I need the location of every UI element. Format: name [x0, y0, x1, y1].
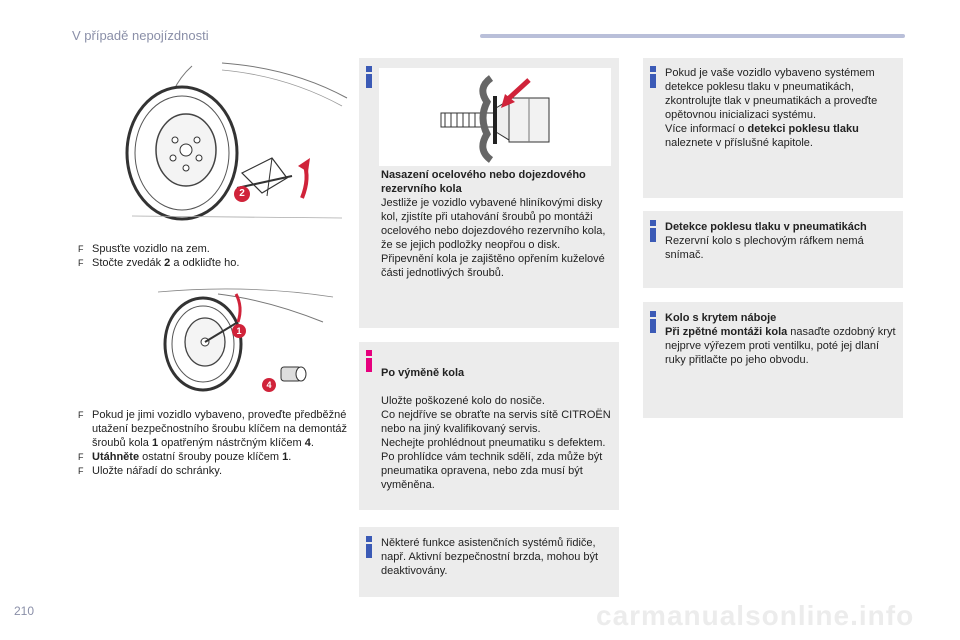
warning-box-after-change: Po výměně kola Uložte poškozené kolo do …: [359, 342, 619, 510]
bolt-illustration: [379, 68, 611, 166]
step-text: a odkliďte ho.: [170, 257, 240, 269]
box-text: naleznete v příslušné kapitole.: [665, 137, 813, 149]
box-title: Nasazení ocelového nebo dojezdového reze…: [381, 169, 586, 195]
step-text: .: [288, 451, 292, 463]
page-number: 210: [14, 604, 35, 618]
box-body: Pokud je vaše vozidlo vybaveno systémem …: [665, 67, 878, 121]
box-body: Jestliže je vozidlo vybavené hliníkovými…: [381, 197, 606, 279]
step-ref: 1: [151, 437, 159, 449]
figure-lowering-jack: [72, 58, 352, 228]
step-text: Pokud je jimi vozidlo vybaveno, proveďte…: [92, 409, 347, 449]
info-icon: [650, 66, 656, 88]
step-text: .: [310, 437, 314, 449]
callout-4: 4: [262, 378, 276, 392]
step-text: Spusťte vozidlo na zem.: [92, 243, 210, 255]
box-emphasis: detekci poklesu tlaku: [747, 123, 859, 135]
step-ref: 4: [304, 437, 311, 449]
step-ref: 2: [164, 257, 171, 269]
bullet: F: [78, 410, 84, 420]
step-item: F Pokud je jimi vozidlo vybaveno, proveď…: [78, 408, 348, 450]
step-text: Stočte zvedák: [92, 257, 165, 269]
info-icon: [650, 220, 656, 242]
figure-tightening-bolts: [148, 282, 338, 397]
box-title: Detekce poklesu tlaku v pneumatikách: [665, 221, 867, 233]
bullet: F: [78, 258, 84, 268]
step-text: opatřeným nástrčným klíčem: [158, 437, 305, 449]
callout-2: 2: [234, 186, 250, 202]
callout-1: 1: [232, 324, 246, 338]
warning-icon: [366, 350, 372, 372]
info-box-hubcap: Kolo s krytem náboje Při zpětné montáži …: [643, 302, 903, 418]
bullet: F: [78, 244, 84, 254]
step-text: ostatní šrouby pouze klíčem: [139, 451, 283, 463]
info-box-tpms-reinit: Pokud je vaše vozidlo vybaveno systémem …: [643, 58, 903, 198]
step-item: F Stočte zvedák 2 a odkliďte ho.: [78, 256, 348, 270]
info-box-steel-spare: Nasazení ocelového nebo dojezdového reze…: [359, 58, 619, 328]
steps-tighten: F Pokud je jimi vozidlo vybaveno, proveď…: [78, 408, 348, 478]
bullet: F: [78, 466, 84, 476]
step-text: Uložte nářadí do schránky.: [92, 465, 223, 477]
box-body: Rezervní kolo s plechovým ráfkem nemá sn…: [665, 235, 864, 261]
step-item: F Spusťte vozidlo na zem.: [78, 242, 348, 256]
steps-lower: F Spusťte vozidlo na zem. F Stočte zvedá…: [78, 242, 348, 270]
box-body: Uložte poškozené kolo do nosiče. Co nejd…: [381, 395, 611, 491]
step-emphasis: Utáhněte: [92, 451, 140, 463]
box-title: Po výměně kola: [381, 367, 465, 379]
info-box-adas: Některé funkce asistenčních systémů řidi…: [359, 527, 619, 597]
watermark: carmanualsonline.info: [596, 600, 915, 631]
step-item: F Uložte nářadí do schránky.: [78, 464, 348, 478]
box-title: Kolo s krytem náboje: [665, 312, 777, 324]
step-item: F Utáhněte ostatní šrouby pouze klíčem 1…: [78, 450, 348, 464]
info-icon: [366, 66, 372, 88]
bullet: F: [78, 452, 84, 462]
box-body: nasaďte ozdobný kryt nejprve výřezem pro…: [665, 326, 896, 366]
info-icon: [366, 536, 372, 558]
box-body: Některé funkce asistenčních systémů řidi…: [381, 537, 599, 577]
info-icon: [650, 311, 656, 333]
info-box-tpms-spare: Detekce poklesu tlaku v pneumatikách Rez…: [643, 211, 903, 288]
header-rule: [480, 34, 905, 38]
box-text: Více informací o: [665, 123, 748, 135]
box-emphasis: Při zpětné montáži kola: [665, 326, 788, 338]
page-header-title: V případě nepojízdnosti: [72, 28, 209, 43]
step-ref: 1: [282, 451, 289, 463]
